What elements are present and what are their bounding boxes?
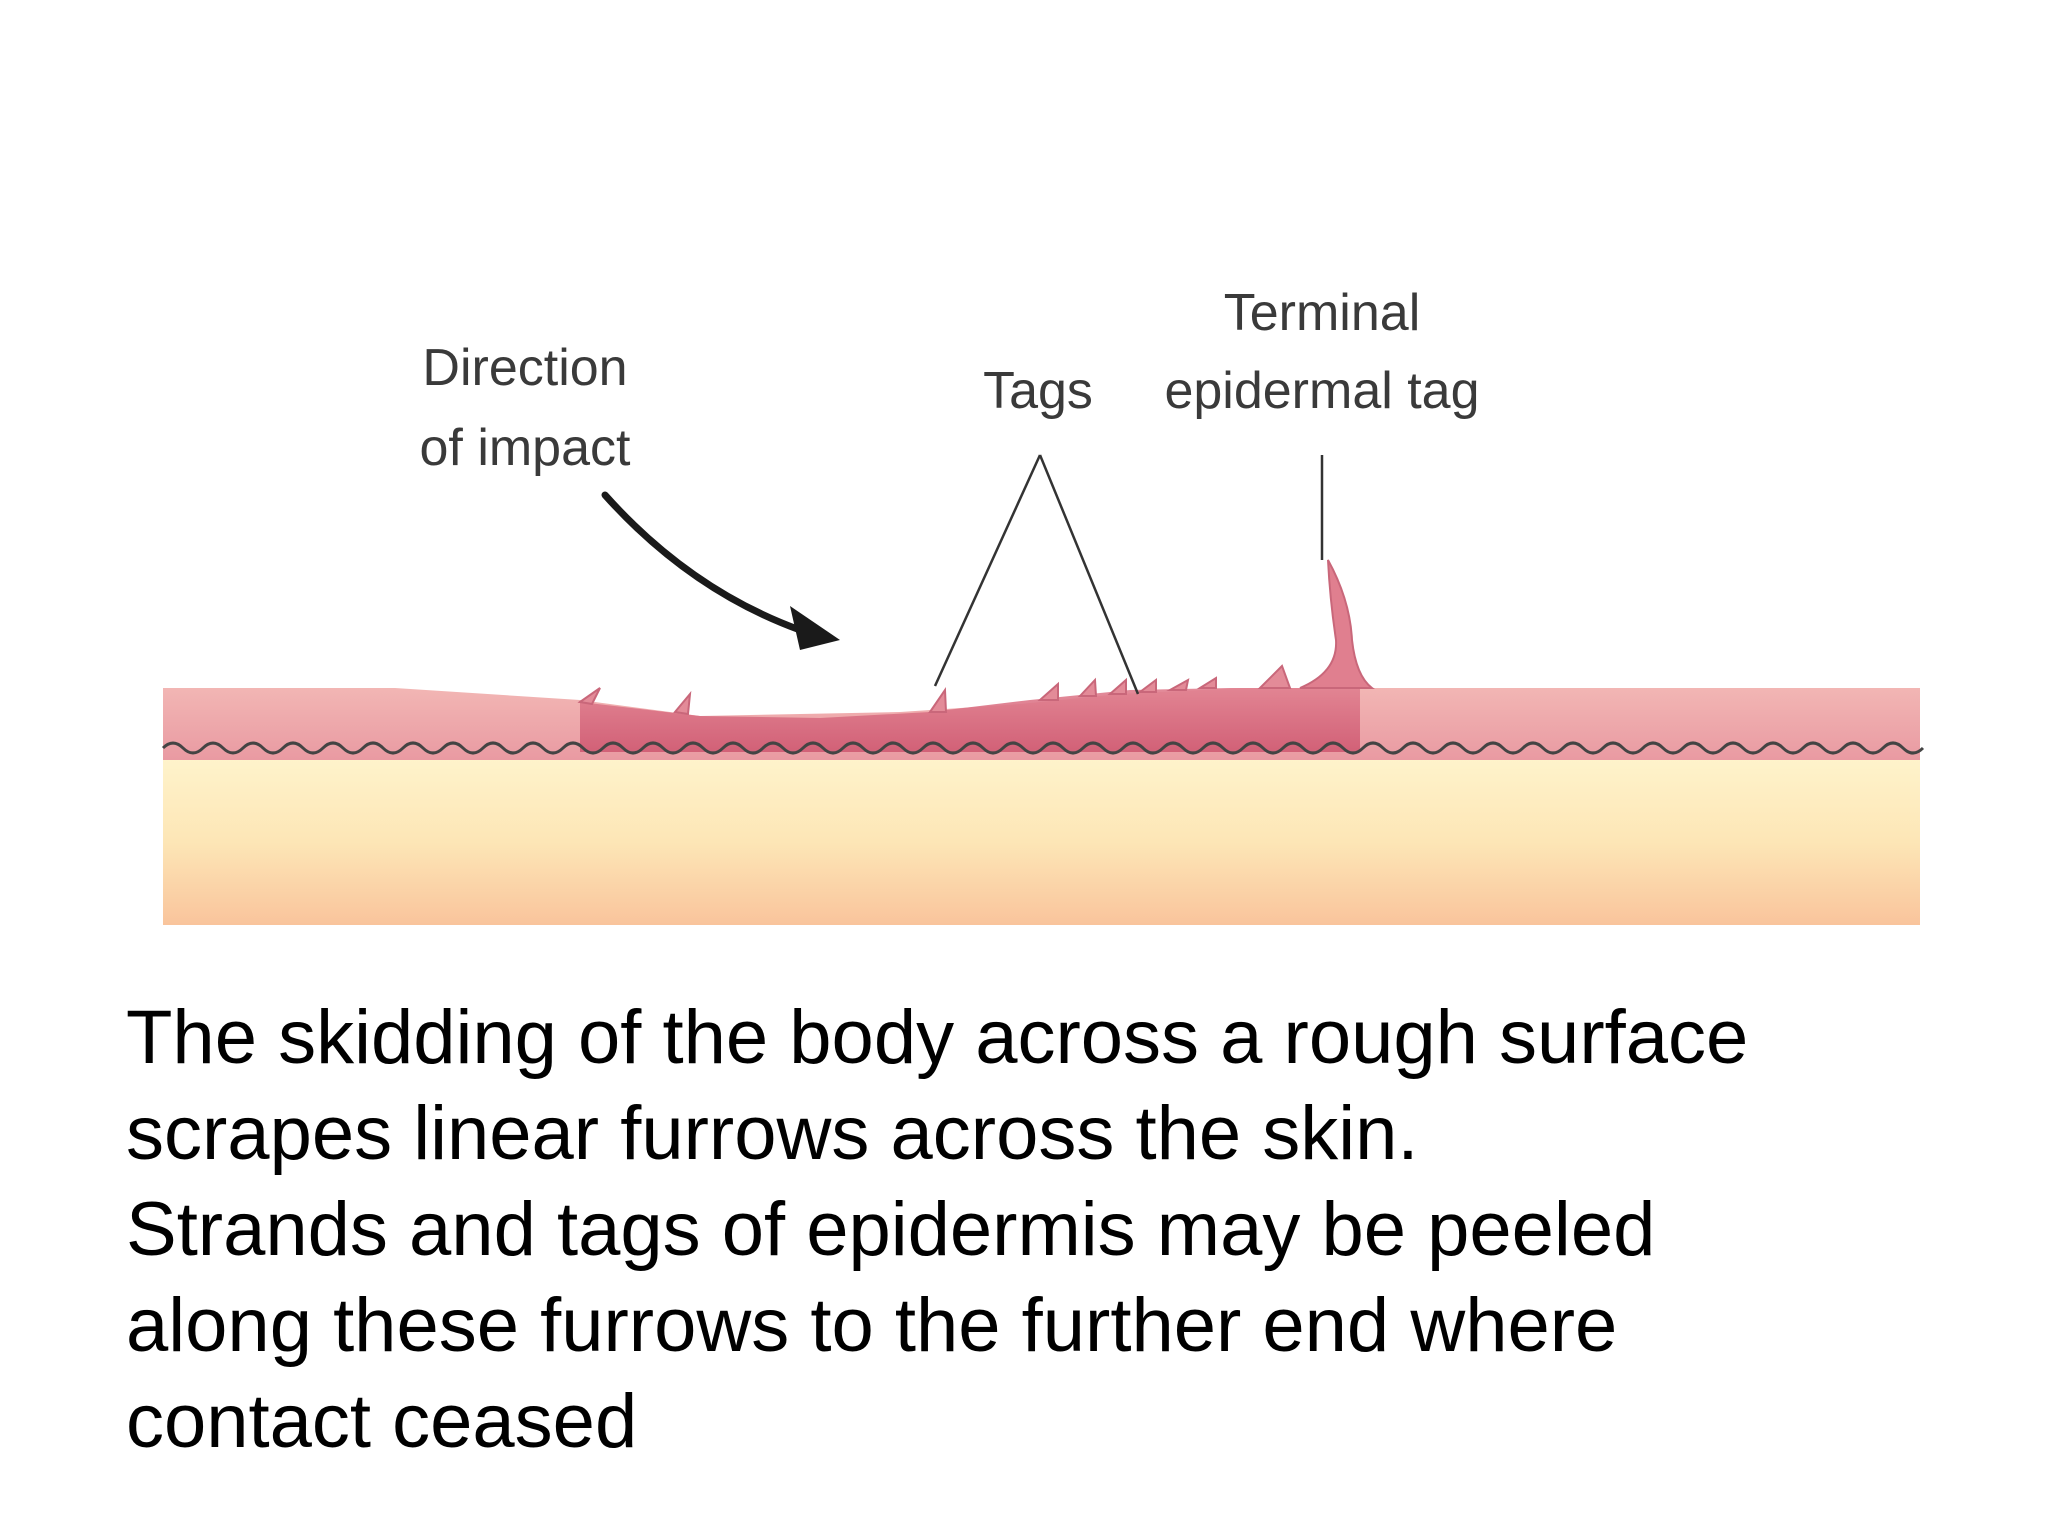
caption-text: The skidding of the body across a rough … <box>126 990 1986 1470</box>
caption-line-2: scrapes linear furrows across the skin. <box>126 1091 1419 1176</box>
label-tags: Tags <box>983 362 1093 420</box>
caption-line-5: contact ceased <box>126 1379 638 1464</box>
abraded-area <box>580 688 1360 752</box>
caption-line-4: along these furrows to the further end w… <box>126 1283 1618 1368</box>
label-direction-line2: of impact <box>420 419 632 477</box>
label-direction-line1: Direction <box>422 339 627 397</box>
terminal-epidermal-tag <box>1299 559 1375 689</box>
label-terminal-line1: Terminal <box>1224 284 1421 342</box>
direction-arrow-head <box>790 606 840 650</box>
caption-line-3: Strands and tags of epidermis may be pee… <box>126 1187 1656 1272</box>
tags-pointer-lines <box>933 454 1140 695</box>
epidermal-tags <box>577 664 1292 716</box>
label-terminal-line2: epidermal tag <box>1164 362 1479 420</box>
dermis-layer <box>163 740 1920 925</box>
basement-membrane-line <box>161 741 1925 755</box>
direction-arrow <box>601 491 804 634</box>
caption-line-1: The skidding of the body across a rough … <box>126 995 1749 1080</box>
abrasion-diagram: Direction of impact Tags Terminal epider… <box>161 284 1925 925</box>
